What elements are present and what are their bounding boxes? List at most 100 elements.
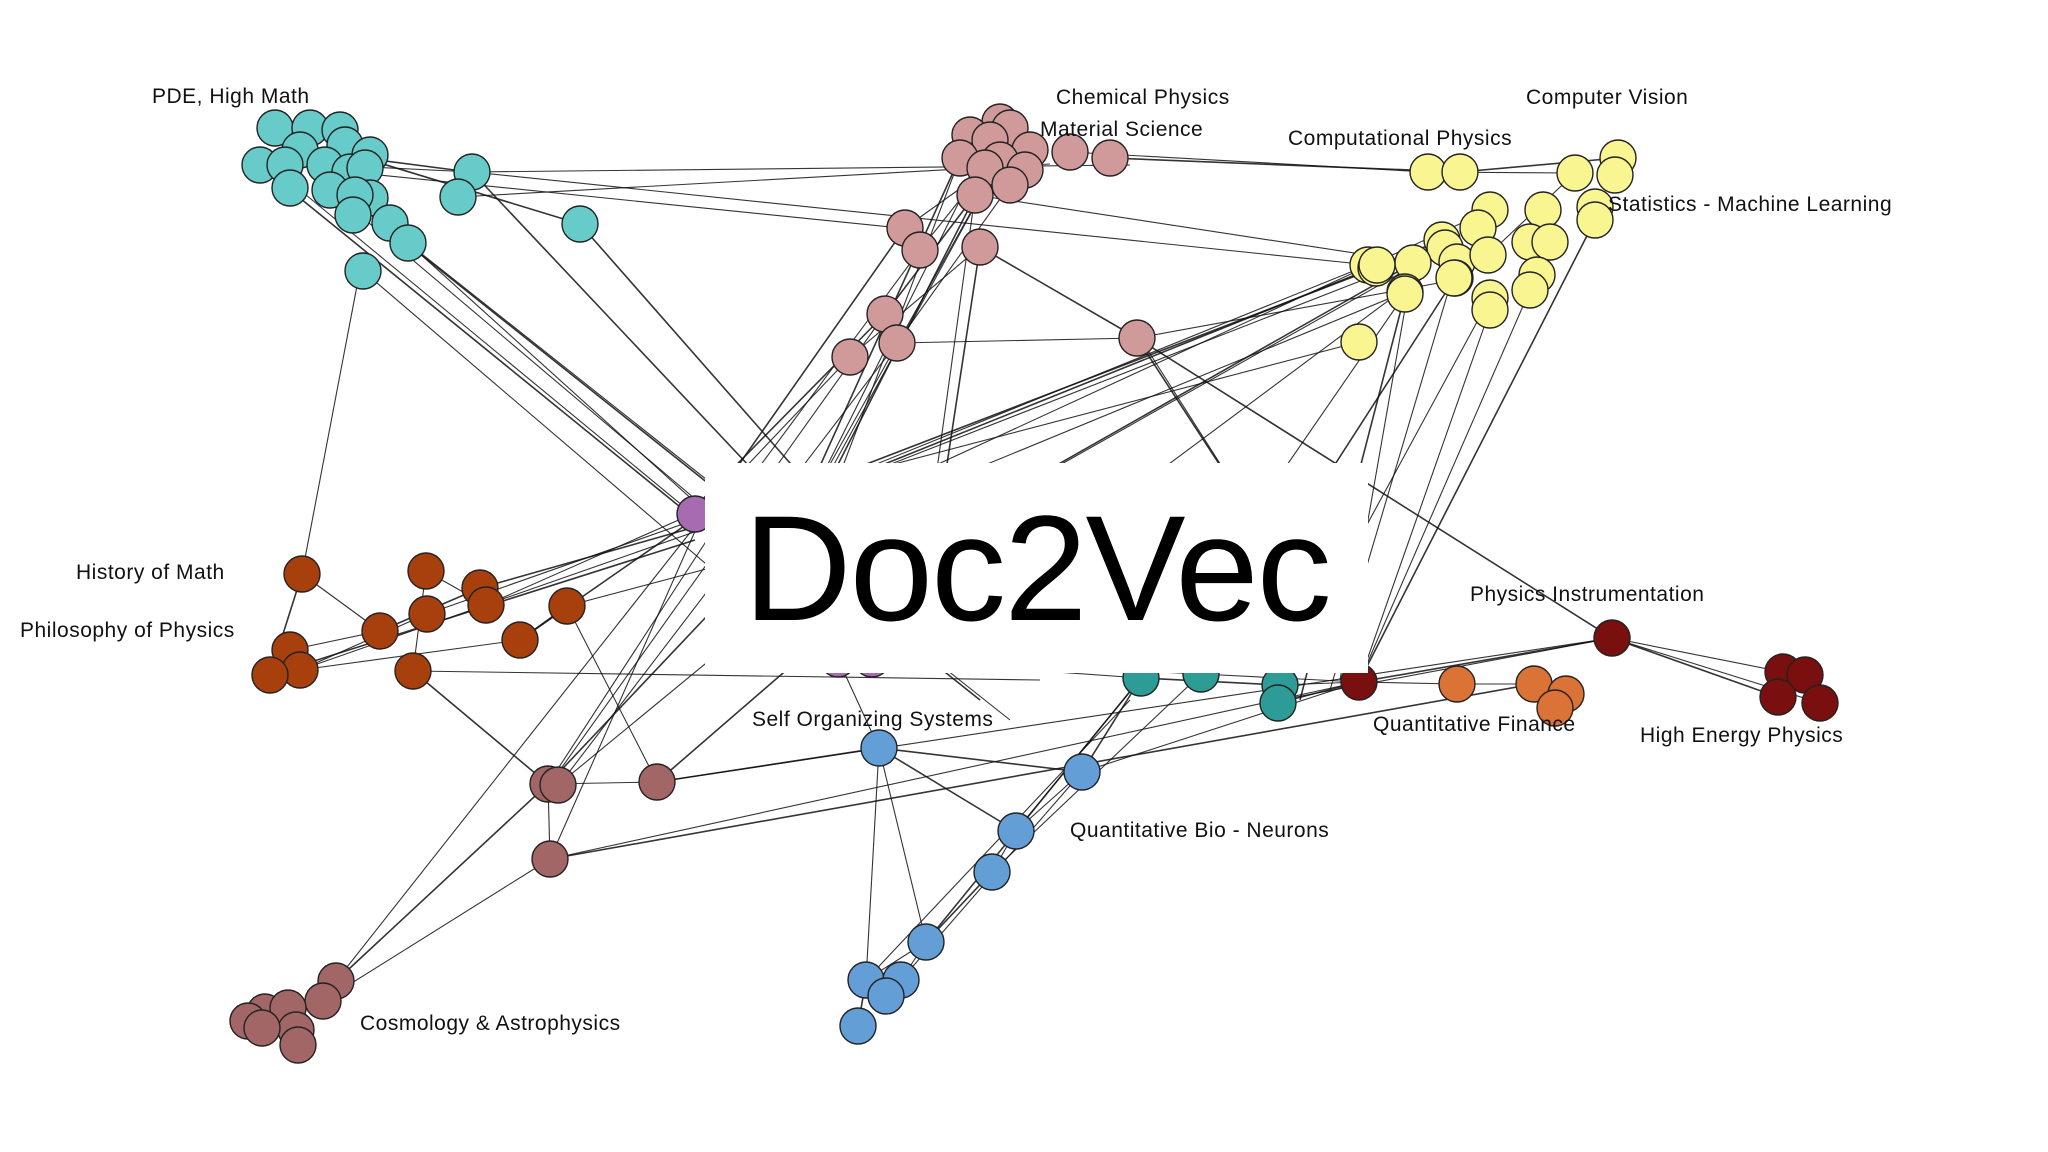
label-chemical-physics: Chemical Physics [1056, 86, 1230, 109]
graph-edge [896, 337, 1138, 344]
graph-edge [549, 683, 1535, 860]
graph-node-chem [1051, 133, 1089, 171]
graph-node-pde [334, 196, 372, 234]
graph-node-qbio [839, 1007, 877, 1045]
graph-edge [549, 681, 1360, 860]
graph-node-chem [1118, 319, 1156, 357]
graph-edge [896, 184, 1011, 344]
graph-edge [479, 519, 721, 589]
graph-node-yellow [1511, 271, 1549, 309]
graph-edge [547, 519, 721, 785]
label-quantitative-bio-neurons: Quantitative Bio - Neurons [1070, 819, 1329, 842]
label-statistics-machine-learning: Statistics - Machine Learning [1608, 193, 1892, 216]
graph-node-chem [961, 228, 999, 266]
graph-node-chem [878, 324, 916, 362]
graph-node-yellow [1556, 154, 1594, 192]
graph-edge [301, 269, 361, 575]
graph-node-qbio [1063, 753, 1101, 791]
label-physics-instrumentation: Physics Instrumentation [1470, 583, 1704, 606]
graph-edge [849, 246, 981, 358]
label-computational-physics: Computational Physics [1288, 127, 1512, 150]
graph-node-qbio [973, 853, 1011, 891]
graph-edge [412, 670, 549, 785]
graph-edge [859, 209, 1491, 501]
graph-edge [362, 270, 761, 611]
graph-edge [1109, 157, 1461, 173]
graph-nodes [229, 103, 1839, 1064]
graph-node-pde [344, 252, 382, 290]
graph-node-pde [439, 178, 477, 216]
graph-edge [1358, 289, 1531, 683]
graph-node-phys [1593, 619, 1631, 657]
label-philosophy-of-physics: Philosophy of Physics [20, 619, 235, 642]
graph-edge [656, 747, 880, 783]
graph-edge [979, 246, 1138, 339]
graph-node-cosmo [304, 982, 342, 1020]
graph-edge [878, 747, 1017, 832]
graph-edge [849, 247, 1446, 481]
graph-edge [1358, 219, 1596, 683]
graph-node-yellow [1469, 236, 1507, 274]
graph-node-cosmo [539, 766, 577, 804]
graph-node-yellow [1409, 153, 1447, 191]
label-self-organizing-systems: Self Organizing Systems [752, 708, 993, 731]
graph-node-yellow [1441, 153, 1479, 191]
label-cosmology-astrophysics: Cosmology & Astrophysics [360, 1012, 621, 1035]
label-history-of-math: History of Math [76, 561, 225, 584]
graph-edge [335, 519, 701, 982]
graph-edge [485, 514, 691, 606]
graph-edge [299, 189, 701, 521]
label-quantitative-finance: Quantitative Finance [1373, 713, 1576, 736]
graph-edge [289, 189, 691, 516]
graph-edge [925, 677, 1142, 943]
graph-node-qfin [1536, 689, 1574, 727]
graph-edge [471, 171, 801, 521]
graph-edge [878, 747, 1083, 773]
graph-node-yellow [1358, 246, 1396, 284]
graph-edge [1611, 637, 1779, 698]
graph-node-yellow [1524, 191, 1562, 229]
graph-node-hep [1801, 684, 1839, 722]
graph-node-cosmo [243, 1009, 281, 1047]
graph-node-yellow [1596, 156, 1634, 194]
graph-edge [1136, 337, 1613, 639]
graph-node-chem [1091, 139, 1129, 177]
graph-node-cosmo [279, 1026, 317, 1064]
graph-edge [412, 670, 1041, 681]
graph-node-qbio [997, 812, 1035, 850]
graph-edge [974, 194, 1401, 261]
graph-edge [865, 747, 880, 981]
graph-node-hist [394, 652, 432, 690]
graph-edge [549, 519, 701, 860]
graph-edge [322, 858, 551, 1002]
graph-edge [349, 171, 901, 229]
graph-node-hist [407, 552, 445, 590]
label-high-energy-physics: High Energy Physics [1640, 724, 1843, 747]
graph-edge [519, 514, 701, 641]
graph-node-hep [1759, 678, 1797, 716]
graph-node-qfin [1438, 665, 1476, 703]
graph-node-yellow [1386, 275, 1424, 313]
graph-node-qbio [907, 923, 945, 961]
label-material-science: Material Science [1040, 118, 1203, 141]
cluster-labels: PDE, High Math Chemical Physics Material… [20, 85, 1892, 1035]
graph-edge [1459, 157, 1619, 173]
graph-node-hist [467, 586, 505, 624]
graph-node-qbio [867, 977, 905, 1015]
graph-node-yellow [1471, 291, 1509, 329]
graph-node-chem [831, 338, 869, 376]
graph-edge [1081, 681, 1360, 773]
graph-node-pde [271, 169, 309, 207]
graph-node-chem [901, 231, 939, 269]
graph-node-hist [408, 595, 446, 633]
graph-node-pde [561, 205, 599, 243]
title-overlay: Doc2Vec [705, 463, 1368, 673]
graph-node-hist [251, 656, 289, 694]
graph-node-pde [389, 224, 427, 262]
graph-edge [1611, 637, 1784, 673]
graph-node-chem [956, 176, 994, 214]
label-pde-high-math: PDE, High Math [152, 85, 310, 108]
graph-node-hist [501, 621, 539, 659]
graph-node-teal [1259, 684, 1297, 722]
